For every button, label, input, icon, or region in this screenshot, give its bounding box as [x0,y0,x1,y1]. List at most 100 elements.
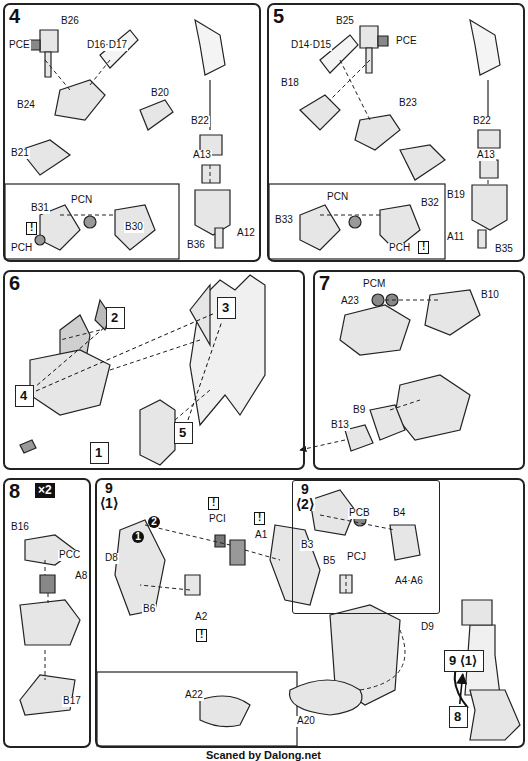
watermark: Scaned by Dalong.net [205,750,322,761]
part-drawing [110,340,200,370]
part-label: B20 [150,88,170,99]
part-drawing [90,60,110,85]
part-label: PCI [208,514,227,525]
part-drawing [190,285,210,345]
part-drawing [215,228,223,248]
part-drawing [300,440,345,450]
part-label: B23 [398,98,418,109]
connector [188,321,222,420]
part-drawing [202,165,220,183]
part-drawing [30,350,110,415]
caution-mark: ! [196,629,207,642]
part-label: B36 [186,240,206,251]
part-label: B30 [124,222,144,233]
step-number: 3 [222,301,229,314]
part-label: PCE [395,36,418,47]
step-number: 9 ⟨1⟩ [99,481,119,510]
part-drawing [349,216,361,228]
part-label: B6 [142,604,156,615]
part-label: B35 [494,244,514,255]
step-number: 9 ⟨1⟩ [449,654,477,667]
part-drawing [175,390,210,420]
part-label: A13 [476,150,496,161]
part-label: B10 [480,290,500,301]
part-number-box: 8 [449,706,468,728]
part-drawing [245,550,280,560]
part-drawing [30,40,40,50]
step-panel: 9 ⟨1⟩ 9 ⟨2⟩ 9 ⟨1⟩ 8 [95,478,525,748]
part-label: A11 [446,232,465,243]
caution-mark: ! [418,241,429,254]
part-drawing [210,165,211,185]
connector [36,313,215,391]
caution-mark: ! [26,222,37,235]
part-label: B17 [62,696,82,707]
step-number: 6 [7,273,22,293]
part-drawing [200,696,250,727]
step-number: 8 [7,481,22,501]
part-drawing [360,26,378,48]
part-drawing [400,145,445,180]
part-drawing [462,600,492,625]
part-label: B9 [352,405,366,416]
part-drawing [145,525,230,545]
part-label: D9 [420,622,435,633]
step-number: 9 ⟨2⟩ [295,482,315,511]
part-drawing [269,184,445,259]
order-number: 2 [148,516,160,528]
part-drawing [5,184,179,259]
part-drawing [340,60,370,120]
part-label: PCH [10,243,33,254]
part-drawing [355,115,400,150]
part-drawing [470,690,520,740]
part-drawing [20,440,36,453]
part-label: A1 [254,530,268,541]
part-label: A2 [194,612,208,623]
part-drawing [270,525,320,605]
part-label: PCE [8,40,31,51]
part-number-box: 5 [174,422,193,444]
step-number: 5 [271,6,286,26]
step-number: 2 [111,311,118,324]
quantity-badge: ×2 [35,483,55,498]
part-drawing [378,36,388,46]
step-panel: 8 ×2 [3,478,91,748]
part-drawing [140,585,190,590]
part-label: PCN [70,195,93,206]
part-drawing [425,290,480,335]
part-drawing [390,525,420,560]
step-number: 1 [95,446,102,459]
part-label: B18 [280,78,300,89]
part-label: D8 [104,553,119,564]
part-drawing [472,185,507,230]
part-label: A8 [74,571,88,582]
part-label: B22 [190,116,210,127]
part-label: A23 [340,296,360,307]
step-number: 4 [20,389,27,402]
part-drawing [300,205,340,250]
part-label: A22 [184,690,204,701]
part-drawing [195,190,230,235]
part-drawing [215,535,225,547]
part-label: B24 [16,100,36,111]
step-number: 8 [454,710,461,723]
part-number-box: 9 ⟨1⟩ [444,650,484,672]
part-drawing [488,180,489,185]
part-drawing [390,400,420,410]
part-drawing [370,405,405,440]
part-label: B16 [10,522,30,533]
part-label: B25 [335,16,355,27]
part-number-box: 4 [15,385,34,407]
part-label: B19 [446,190,466,201]
part-drawing [290,680,363,715]
part-drawing [20,675,75,715]
part-label: B33 [274,215,294,226]
caution-mark: ! [254,512,265,525]
step-number: 4 [7,6,22,26]
part-label: A12 [236,228,256,239]
part-drawing [230,540,245,565]
part-drawing [195,20,225,75]
part-label: A13 [192,150,212,161]
part-label: PCB [348,508,371,519]
